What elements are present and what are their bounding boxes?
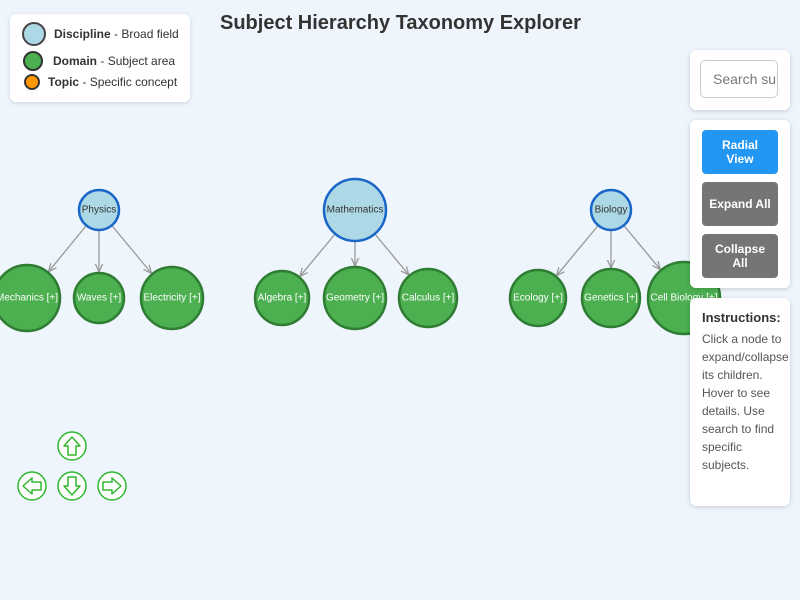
instructions-title: Instructions: [702,310,781,325]
discipline-node-biology[interactable]: Biology [589,188,633,232]
nodes: Mechanics [+] Waves [+] Electricity [+] Phy… [0,177,722,336]
domain-node-circle [322,265,388,331]
instructions-panel: Instructions: Click a node to expand/col… [690,298,790,506]
domain-node-genetics[interactable]: Genetics [+] [580,267,642,329]
domain-node-label: Geometry [+] [326,293,384,304]
pan-up-ring [57,431,87,461]
domain-node-circle [0,263,62,333]
discipline-swatch-icon [22,22,46,46]
domain-node-mechanics[interactable]: Mechanics [+] [0,263,62,333]
domain-node-circle [139,265,205,331]
discipline-node-label: Mathematics [327,205,384,216]
domain-node-electricity[interactable]: Electricity [+] [139,265,205,331]
pan-up-button[interactable] [57,431,87,461]
domain-node-label: Electricity [+] [144,293,201,304]
domain-node-calculus[interactable]: Calculus [+] [397,267,459,329]
domain-node-algebra[interactable]: Algebra [+] [253,269,311,327]
instructions-text: Click a node to expand/collapse its chil… [702,332,789,472]
pan-right-button[interactable] [97,471,127,501]
discipline-node-circle [589,188,633,232]
topic-swatch-icon [24,74,40,90]
domain-node-circle [253,269,311,327]
pan-left-ring [17,471,47,501]
domain-node-circle [72,271,126,325]
domain-node-waves[interactable]: Waves [+] [72,271,126,325]
expand-all-button[interactable]: Expand All [702,182,778,226]
search-input[interactable] [700,60,778,98]
domain-node-label: Ecology [+] [513,293,563,304]
legend-domain-desc: Subject area [107,54,176,68]
domain-node-label: Calculus [+] [402,293,455,304]
domain-swatch-icon [23,51,43,71]
legend-discipline-desc: Broad field [121,27,179,41]
links [49,224,661,277]
legend: Discipline - Broad field Domain - Subjec… [10,14,190,102]
discipline-node-circle [77,188,121,232]
pan-right-ring [97,471,127,501]
page-title: Subject Hierarchy Taxonomy Explorer [220,12,581,34]
domain-node-label: Cell Biology [+] [651,293,718,304]
link-mathematics-algebra [300,233,336,277]
legend-discipline-name: Discipline [54,27,111,41]
legend-item-topic: Topic - Specific concept [22,74,177,90]
radial-view-button[interactable]: Radial View [702,130,778,174]
arrow-up-icon [63,436,81,456]
collapse-all-button[interactable]: Collapse All [702,234,778,278]
domain-node-geometry[interactable]: Geometry [+] [322,265,388,331]
controls-panel: Radial View Expand All Collapse All [690,120,790,288]
legend-topic-desc: Specific concept [89,75,178,89]
arrow-down-icon [63,476,81,496]
domain-node-ecology[interactable]: Ecology [+] [508,268,568,328]
domain-node-circle [508,268,568,328]
discipline-node-physics[interactable]: Physics [77,188,121,232]
legend-topic-name: Topic [48,75,80,89]
link-physics-electricity [111,224,152,273]
legend-domain-name: Domain [53,54,98,68]
discipline-node-label: Physics [82,205,116,216]
legend-item-discipline: Discipline - Broad field [22,22,179,46]
pan-down-button[interactable] [57,471,87,501]
domain-node-label: Genetics [+] [584,293,638,304]
pan-down-ring [57,471,87,501]
domain-node-label: Waves [+] [77,293,122,304]
link-biology-ecology [557,224,599,275]
discipline-node-label: Biology [595,205,628,216]
discipline-node-mathematics[interactable]: Mathematics [322,177,388,243]
link-physics-mechanics [49,225,87,271]
arrow-left-icon [22,477,42,495]
link-biology-cell-biology [623,224,661,269]
domain-node-label: Algebra [+] [258,293,307,304]
search-panel [690,50,790,110]
domain-node-label: Mechanics [+] [0,293,58,304]
discipline-node-circle [322,177,388,243]
legend-item-domain: Domain - Subject area [22,51,175,71]
domain-node-circle [397,267,459,329]
domain-node-circle [580,267,642,329]
arrow-right-icon [102,477,122,495]
link-mathematics-calculus [374,233,409,275]
pan-left-button[interactable] [17,471,47,501]
